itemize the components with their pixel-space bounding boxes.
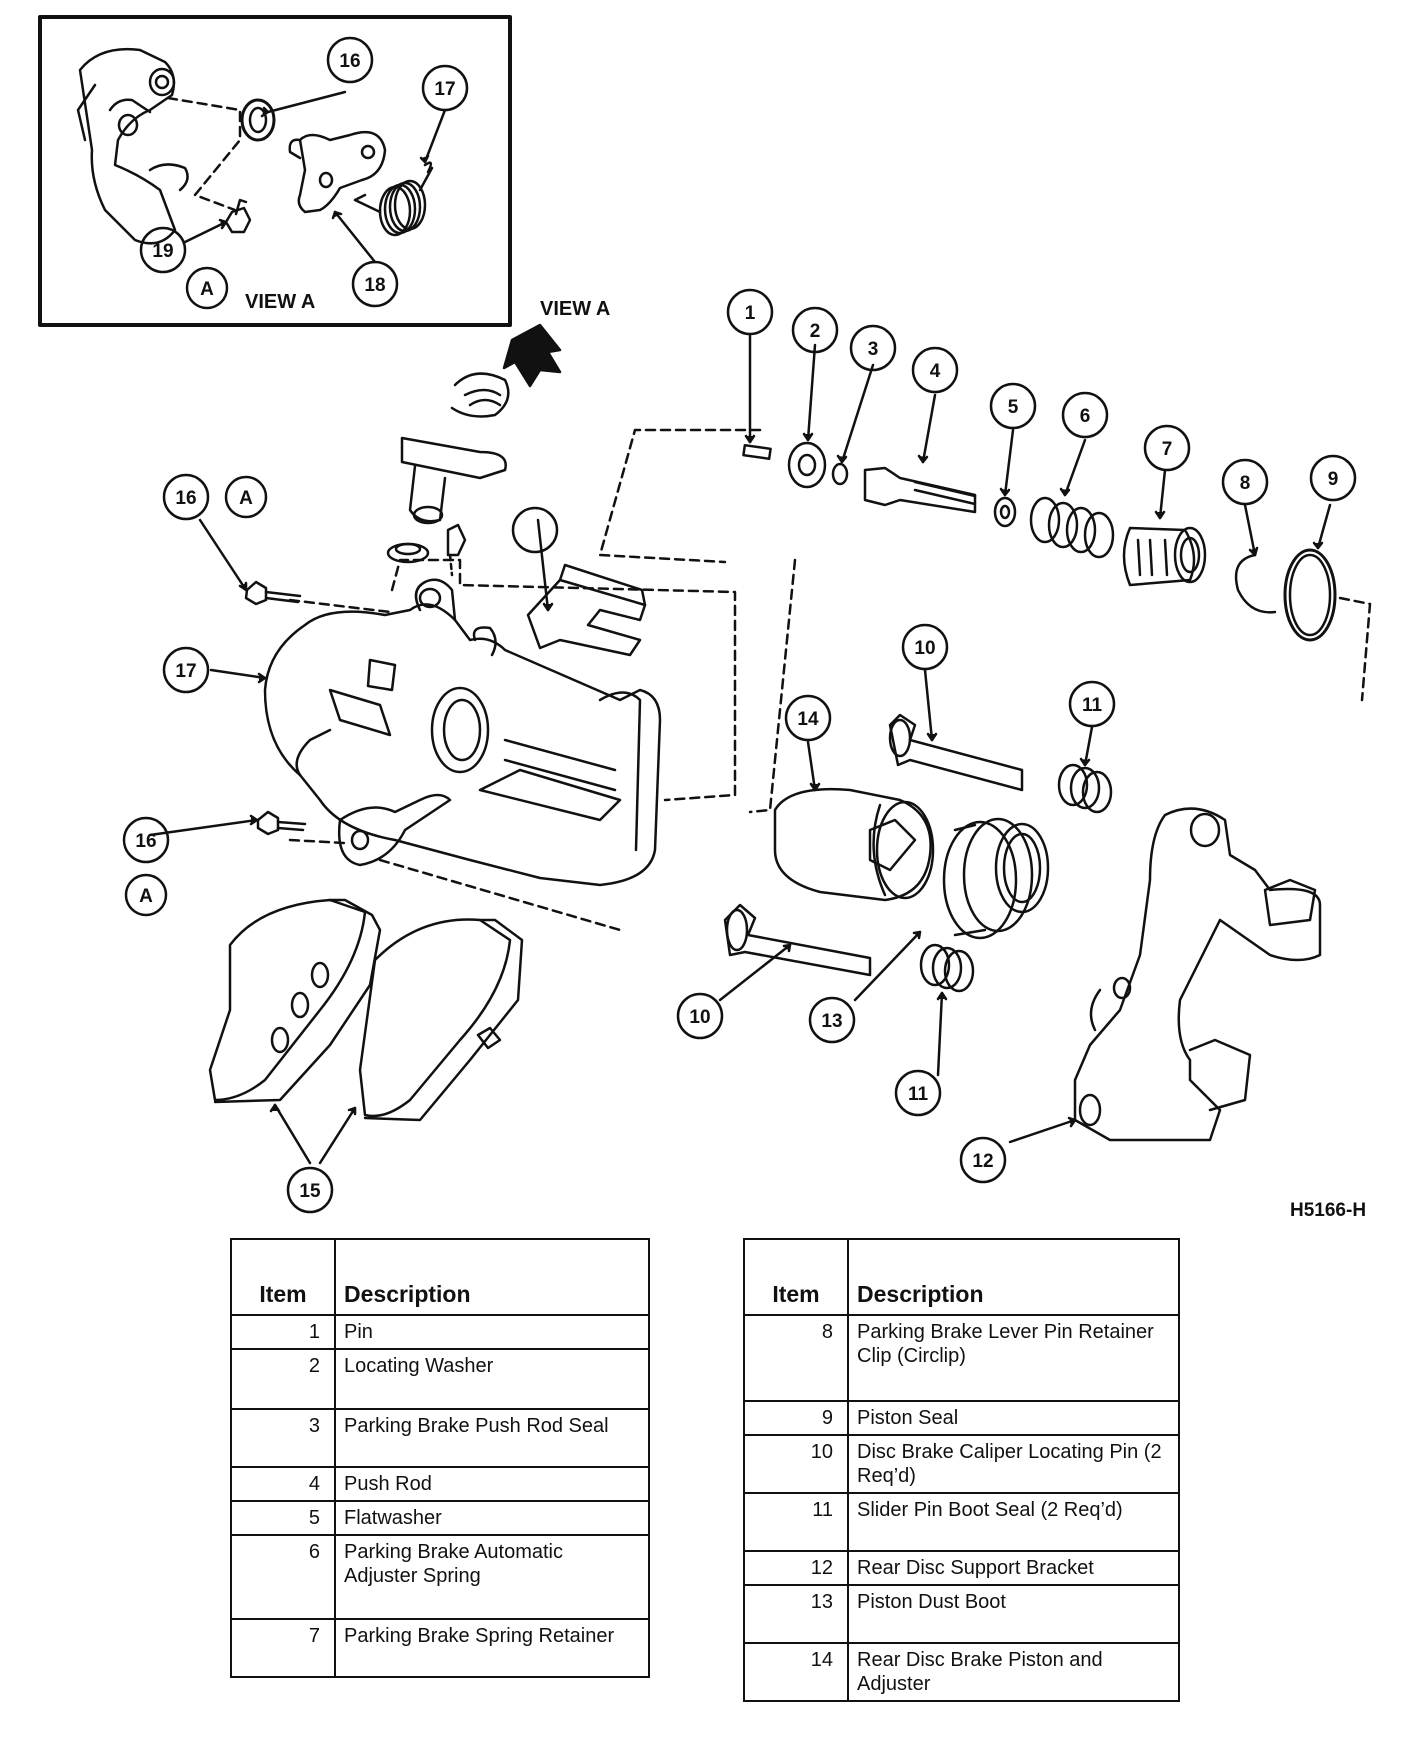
callout-14: 14	[797, 709, 819, 730]
callout-1: 1	[745, 303, 756, 324]
item-description: Disc Brake Caliper Locating Pin (2 Req’d…	[847, 1434, 1180, 1494]
item-description: Push Rod	[334, 1466, 650, 1502]
item-description: Parking Brake Lever Pin Retainer Clip (C…	[847, 1314, 1180, 1402]
callout-16-lower-text: 16	[135, 831, 156, 852]
callout-21: 18	[364, 275, 385, 296]
marker-a-lower: A	[139, 886, 153, 907]
callout-7: 7	[1162, 439, 1173, 460]
callout-13: 13	[821, 1011, 842, 1032]
item-number: 13	[743, 1584, 849, 1644]
view-a-arrow-caption: VIEW A	[540, 298, 610, 320]
callout-10-upper: 10	[914, 638, 935, 659]
callout-9: 9	[1328, 469, 1339, 490]
header-item: Item	[230, 1238, 336, 1316]
item-description: Flatwasher	[334, 1500, 650, 1536]
item-description: Parking Brake Push Rod Seal	[334, 1408, 650, 1468]
callout-20: 17	[434, 79, 455, 100]
figure-code: H5166-H	[1290, 1200, 1367, 1221]
inset-marker-a: A	[200, 279, 214, 300]
item-number: 3	[230, 1408, 336, 1468]
callout-15: 15	[299, 1181, 321, 1202]
callout-11-upper: 11	[1082, 695, 1103, 716]
item-description: Piston Dust Boot	[847, 1584, 1180, 1644]
item-description: Locating Washer	[334, 1348, 650, 1410]
item-number: 8	[743, 1314, 849, 1402]
item-description: Parking Brake Spring Retainer	[334, 1618, 650, 1678]
item-number: 6	[230, 1534, 336, 1620]
item-number: 2	[230, 1348, 336, 1410]
callout-6: 6	[1080, 406, 1091, 427]
callout-3: 3	[868, 339, 879, 360]
callout-10-lower: 10	[689, 1007, 710, 1028]
exploded-caliper-diagram: 16 17 18 19 A VIEW A VIEW A 1 2 3 4 5 6 …	[38, 15, 1372, 1214]
callout-2: 2	[810, 321, 821, 342]
item-number: 5	[230, 1500, 336, 1536]
item-number: 10	[743, 1434, 849, 1494]
header-item: Item	[743, 1238, 849, 1316]
item-number: 7	[230, 1618, 336, 1678]
item-number: 14	[743, 1642, 849, 1702]
item-description: Slider Pin Boot Seal (2 Req’d)	[847, 1492, 1180, 1552]
callout-4: 4	[930, 361, 941, 382]
callout-8: 8	[1240, 473, 1251, 494]
inset-caption: VIEW A	[245, 291, 315, 313]
header-description: Description	[334, 1238, 650, 1316]
header-description: Description	[847, 1238, 1180, 1316]
item-description: Pin	[334, 1314, 650, 1350]
callout-5: 5	[1008, 397, 1019, 418]
callout-19: 16	[339, 51, 360, 72]
item-number: 11	[743, 1492, 849, 1552]
item-number: 1	[230, 1314, 336, 1350]
marker-a-upper: A	[239, 488, 253, 509]
item-number: 9	[743, 1400, 849, 1436]
item-number: 12	[743, 1550, 849, 1586]
view-a-inset-frame	[38, 15, 512, 327]
callout-12: 12	[972, 1151, 993, 1172]
item-number: 4	[230, 1466, 336, 1502]
callout-16-upper: 16	[175, 488, 196, 509]
item-description: Rear Disc Support Bracket	[847, 1550, 1180, 1586]
item-description: Piston Seal	[847, 1400, 1180, 1436]
callout-22: 19	[152, 241, 173, 262]
callout-11-lower: 11	[908, 1084, 929, 1105]
item-description: Parking Brake Automatic Adjuster Spring	[334, 1534, 650, 1620]
item-description: Rear Disc Brake Piston and Adjuster	[847, 1642, 1180, 1702]
callout-17: 17	[175, 661, 196, 682]
